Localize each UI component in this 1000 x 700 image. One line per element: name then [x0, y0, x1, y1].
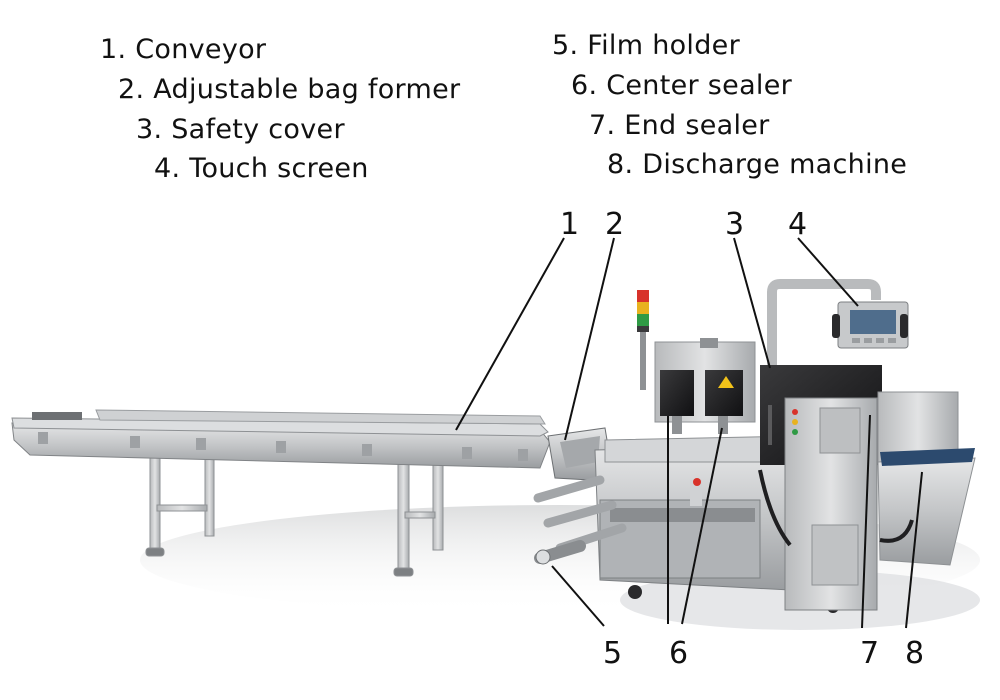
leader-lines	[455, 237, 923, 629]
callout-2: 2	[605, 207, 625, 242]
legend-item-film-holder: 5. Film holder	[552, 30, 740, 61]
end-sealer	[758, 397, 878, 611]
signal-tower	[637, 290, 649, 390]
leader-line-3	[733, 237, 771, 369]
callout-5: 5	[603, 636, 623, 671]
conveyor-lugs	[38, 432, 528, 461]
callout-6: 6	[669, 636, 689, 671]
leader-line-8	[905, 471, 923, 629]
leader-line-7	[861, 414, 871, 629]
touch-screen	[767, 279, 909, 365]
callout-4: 4	[788, 207, 808, 242]
legend-item-center-sealer: 6. Center sealer	[571, 70, 793, 101]
discharge-machine	[877, 391, 976, 566]
callout-7: 7	[860, 636, 880, 671]
legend-item-touch-screen: 4. Touch screen	[154, 153, 369, 184]
legend-item-safety-cover: 3. Safety cover	[136, 114, 345, 145]
legend-item-bag-former: 2. Adjustable bag former	[118, 74, 461, 105]
leader-line-5	[551, 565, 605, 627]
callout-8: 8	[905, 636, 925, 671]
film-holder	[533, 475, 627, 565]
leader-line-6b	[681, 427, 723, 625]
legend-item-conveyor: 1. Conveyor	[100, 34, 267, 65]
legend-item-end-sealer: 7. End sealer	[589, 110, 770, 141]
leader-line-2	[564, 237, 615, 441]
callout-1: 1	[560, 207, 580, 242]
callout-3: 3	[725, 207, 745, 242]
leader-line-4	[797, 237, 859, 307]
leader-line-1	[455, 237, 565, 431]
conveyor	[11, 409, 551, 577]
center-sealer	[660, 370, 743, 506]
legend-item-discharge-machine: 8. Discharge machine	[607, 149, 908, 180]
conveyor-legs	[145, 444, 444, 577]
